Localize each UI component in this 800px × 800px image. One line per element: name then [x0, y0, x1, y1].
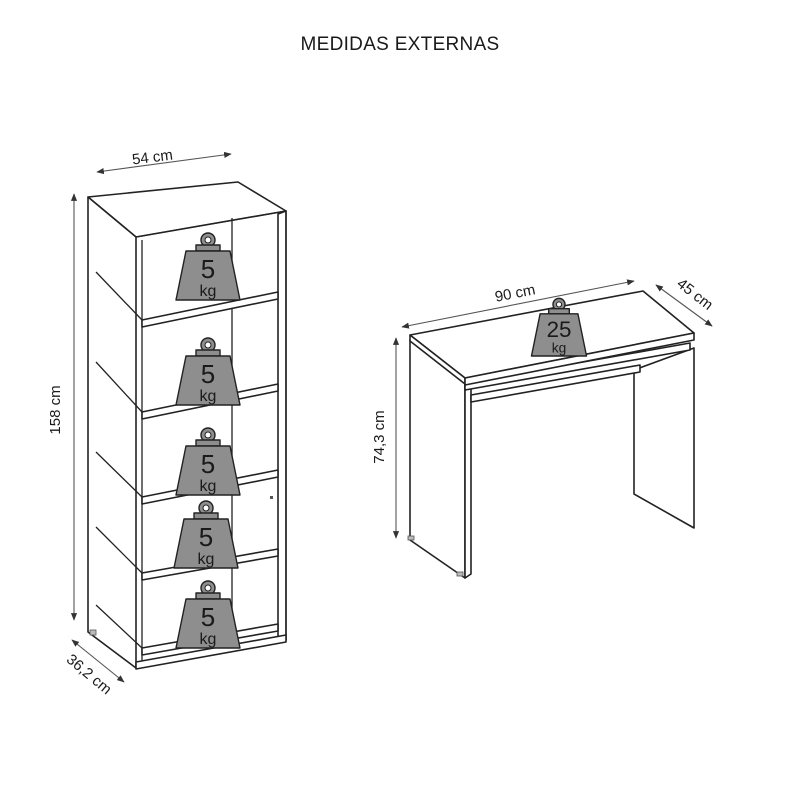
bookcase-height-label: 158 cm — [47, 385, 64, 434]
desk-height-dimension: 74,3 cm — [371, 337, 400, 539]
bookcase-width-dimension: 54 cm — [96, 147, 232, 175]
desk-width-label: 90 cm — [493, 281, 536, 305]
weight-unit: kg — [200, 283, 217, 300]
weight-unit: kg — [552, 341, 567, 356]
desk-height-label: 74,3 cm — [371, 410, 388, 463]
desk-depth-label: 45 cm — [673, 275, 716, 314]
weight-icon: 5kg — [175, 232, 241, 301]
bookcase-height-dimension: 158 cm — [47, 193, 78, 621]
weight-value: 5 — [199, 522, 213, 552]
bookcase-width-label: 54 cm — [131, 147, 174, 169]
bookcase-right-edge — [277, 210, 287, 644]
weight-value: 25 — [547, 317, 572, 342]
weight-unit: kg — [200, 478, 217, 495]
desk-right-leg — [633, 347, 695, 529]
weight-value: 5 — [201, 359, 215, 389]
weight-icon: 5kg — [175, 337, 241, 406]
weight-value: 5 — [201, 602, 215, 632]
bookcase-side — [87, 196, 137, 669]
weight-unit: kg — [200, 631, 217, 648]
weight-unit: kg — [198, 551, 215, 568]
weight-icon: 5kg — [173, 500, 239, 569]
page-title: MEDIDAS EXTERNAS — [300, 34, 500, 55]
bookcase-depth-label: 36,2 cm — [63, 651, 115, 698]
weight-icon: 5kg — [175, 427, 241, 496]
weight-unit: kg — [200, 388, 217, 405]
desk-apron — [470, 364, 641, 403]
shelf — [95, 271, 279, 328]
weight-icon: 5kg — [175, 580, 241, 649]
weight-value: 5 — [201, 254, 215, 284]
weight-value: 5 — [201, 449, 215, 479]
